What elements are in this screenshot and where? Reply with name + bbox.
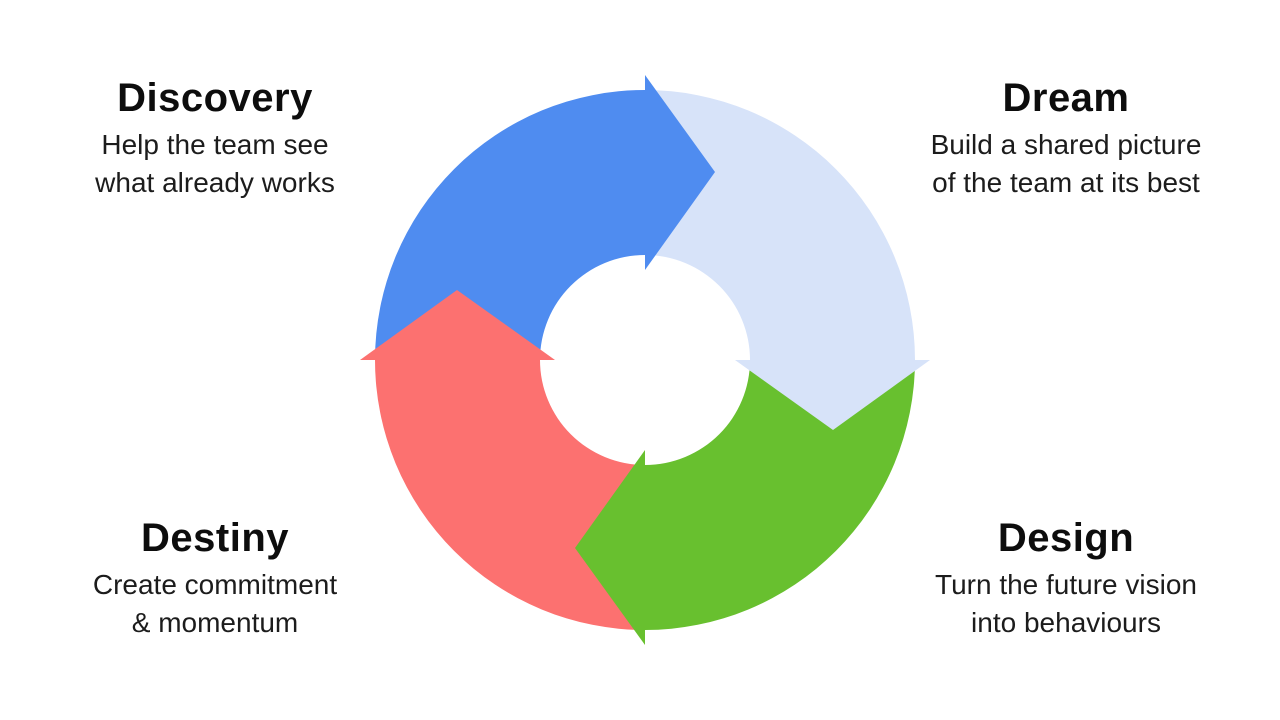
destiny-subtitle-line2: & momentum: [131, 607, 299, 638]
dream-arc: [645, 90, 915, 360]
dream-title: Dream: [1002, 76, 1130, 120]
discovery-subtitle: Help the team see what already works: [55, 126, 375, 202]
label-discovery: Discovery Help the team see what already…: [55, 74, 375, 202]
discovery-subtitle-line2: what already works: [95, 167, 335, 198]
discovery-title: Discovery: [117, 76, 313, 120]
dream-subtitle-line2: of the team at its best: [932, 167, 1200, 198]
design-subtitle: Turn the future vision into behaviours: [901, 566, 1231, 642]
discovery-arc: [375, 90, 645, 360]
dream-subtitle-line1: Build a shared picture: [930, 129, 1202, 160]
discovery-subtitle-line1: Help the team see: [101, 129, 329, 160]
design-arc: [645, 360, 915, 630]
destiny-arc: [375, 360, 645, 630]
label-design: Design Turn the future vision into behav…: [901, 514, 1231, 642]
dream-subtitle: Build a shared picture of the team at it…: [901, 126, 1231, 202]
destiny-title: Destiny: [141, 516, 289, 560]
label-dream: Dream Build a shared picture of the team…: [901, 74, 1231, 202]
destiny-subtitle-line1: Create commitment: [92, 569, 338, 600]
design-subtitle-line2: into behaviours: [971, 607, 1161, 638]
label-destiny: Destiny Create commitment & momentum: [55, 514, 375, 642]
design-title: Design: [997, 516, 1135, 560]
destiny-subtitle: Create commitment & momentum: [55, 566, 375, 642]
design-subtitle-line1: Turn the future vision: [935, 569, 1197, 600]
